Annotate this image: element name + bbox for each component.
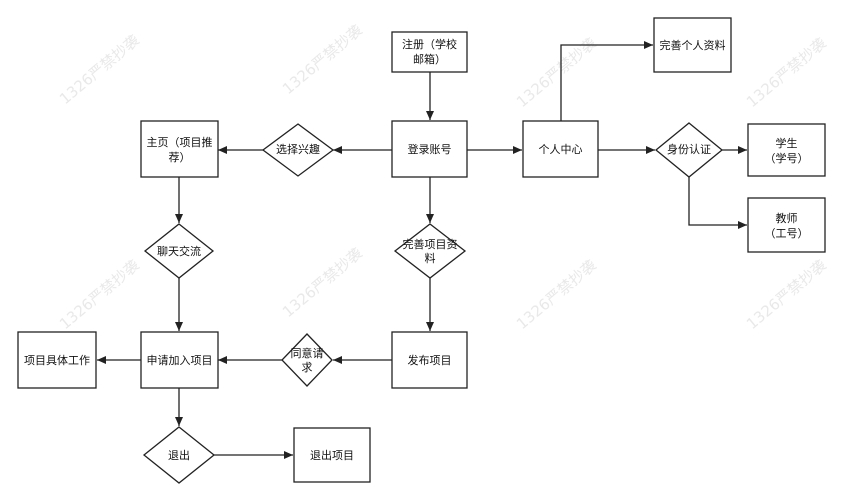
node-student-label-2: （学号） bbox=[765, 151, 809, 165]
node-publish-project-label: 发布项目 bbox=[408, 353, 452, 367]
node-register[interactable]: 注册（学校 邮箱） bbox=[391, 31, 468, 73]
watermark-text: 1326严禁抄袭 bbox=[56, 256, 143, 333]
node-project-work-label: 项目具体工作 bbox=[24, 353, 90, 367]
node-login[interactable]: 登录账号 bbox=[391, 120, 468, 178]
node-complete-project-label-1: 完善项目资 bbox=[403, 237, 458, 251]
node-chat[interactable]: 聊天交流 bbox=[143, 223, 215, 279]
node-agree-request-label-2: 求 bbox=[302, 361, 313, 374]
watermark-text: 1326严禁抄袭 bbox=[743, 34, 830, 111]
node-complete-project[interactable]: 完善项目资 料 bbox=[393, 223, 467, 279]
node-complete-profile-label: 完善个人资料 bbox=[660, 38, 726, 52]
node-register-label-2: 邮箱） bbox=[413, 52, 446, 66]
node-apply-join[interactable]: 申请加入项目 bbox=[140, 331, 219, 389]
node-teacher-label-2: （工号） bbox=[765, 227, 809, 240]
node-teacher-label-1: 教师 bbox=[776, 212, 798, 225]
node-quit-project-label: 退出项目 bbox=[310, 448, 354, 462]
node-teacher[interactable]: 教师 （工号） bbox=[747, 197, 826, 253]
edge-identity-teacher bbox=[688, 177, 747, 229]
node-agree-request-label-1: 同意请 bbox=[291, 346, 324, 360]
watermark-text: 1326严禁抄袭 bbox=[743, 256, 830, 333]
node-agree-request[interactable]: 同意请 求 bbox=[281, 333, 333, 387]
node-student-label-1: 学生 bbox=[776, 136, 798, 150]
node-quit-label: 退出 bbox=[168, 448, 190, 462]
node-home[interactable]: 主页（项目推 荐） bbox=[140, 120, 219, 178]
node-quit[interactable]: 退出 bbox=[142, 426, 216, 484]
node-identity[interactable]: 身份认证 bbox=[654, 122, 724, 178]
node-chat-label: 聊天交流 bbox=[157, 244, 201, 258]
node-identity-label: 身份认证 bbox=[667, 142, 711, 156]
node-choose-interest-label: 选择兴趣 bbox=[276, 142, 320, 156]
node-home-label-1: 主页（项目推 bbox=[147, 135, 213, 149]
node-student[interactable]: 学生 （学号） bbox=[747, 123, 826, 177]
node-personal-center[interactable]: 个人中心 bbox=[522, 120, 599, 178]
edge-personal-profile bbox=[560, 41, 653, 121]
node-project-work[interactable]: 项目具体工作 bbox=[17, 331, 97, 389]
node-home-label-2: 荐） bbox=[169, 151, 191, 164]
nodes: 注册（学校 邮箱） 登录账号 个人中心 完善个人资料 身份认证 学生 （学号） … bbox=[17, 17, 826, 484]
node-choose-interest[interactable]: 选择兴趣 bbox=[261, 123, 335, 177]
watermark-text: 1326严禁抄袭 bbox=[279, 21, 366, 98]
watermark-text: 1326严禁抄袭 bbox=[56, 31, 143, 108]
node-publish-project[interactable]: 发布项目 bbox=[391, 331, 468, 389]
watermark-text: 1326严禁抄袭 bbox=[513, 256, 600, 333]
node-complete-project-label-2: 料 bbox=[425, 251, 436, 265]
watermark-text: 1326严禁抄袭 bbox=[513, 34, 600, 111]
node-register-label-1: 注册（学校 bbox=[402, 37, 457, 51]
node-personal-center-label: 个人中心 bbox=[539, 143, 583, 156]
watermark-text: 1326严禁抄袭 bbox=[279, 244, 366, 321]
node-quit-project[interactable]: 退出项目 bbox=[293, 427, 371, 483]
node-login-label: 登录账号 bbox=[408, 142, 452, 156]
node-apply-join-label: 申请加入项目 bbox=[147, 354, 213, 367]
node-complete-profile[interactable]: 完善个人资料 bbox=[653, 17, 732, 73]
edges bbox=[97, 41, 747, 459]
